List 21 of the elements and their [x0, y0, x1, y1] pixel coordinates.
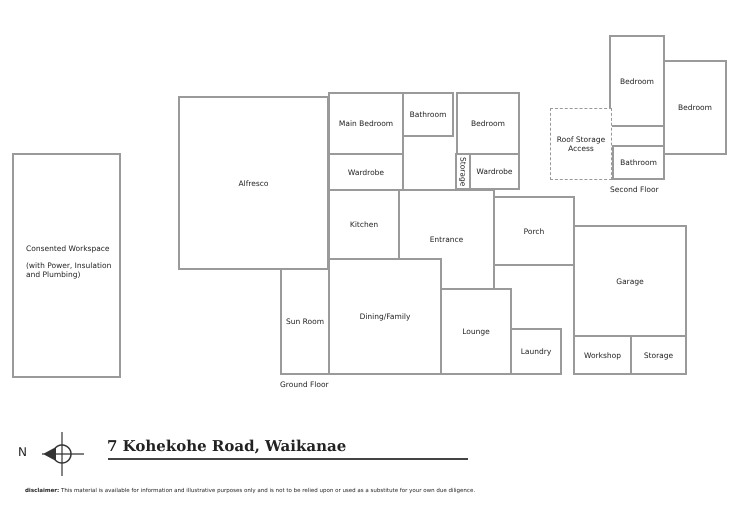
room-outline [630, 335, 687, 375]
address-title: 7 Kohekohe Road, Waikanae [107, 437, 346, 455]
room-outline [178, 96, 329, 270]
room-outline [612, 145, 665, 180]
room-outline [280, 268, 330, 375]
room-outline [573, 335, 632, 375]
room-outline [493, 196, 575, 266]
room-outline [609, 35, 665, 127]
room-outline [328, 258, 442, 375]
room-outline [440, 288, 512, 375]
room-outline [12, 153, 121, 378]
room-outline [328, 153, 404, 191]
north-label: N [18, 445, 27, 459]
room-outline [402, 92, 454, 137]
room-outline [456, 92, 520, 155]
room-outline [663, 60, 727, 155]
room-outline [328, 92, 404, 155]
room-outline [550, 108, 612, 180]
room-outline [573, 225, 687, 337]
room-outline [469, 153, 520, 190]
room-outline [510, 328, 562, 375]
